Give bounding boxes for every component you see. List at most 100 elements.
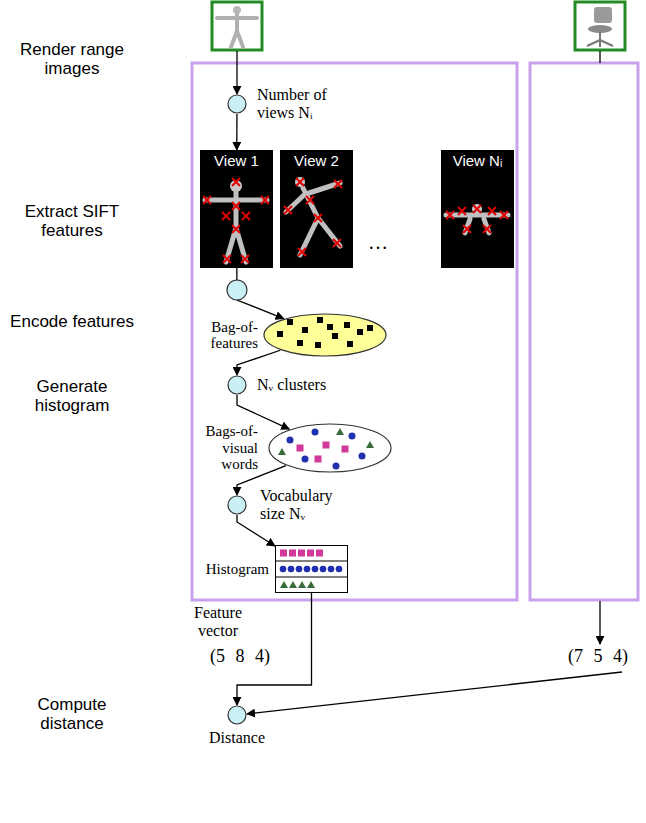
step-parameter: Vocabulary size Nᵥ	[260, 487, 345, 522]
visual-word	[359, 453, 366, 460]
range-view-figure	[446, 211, 454, 219]
range-view-figure	[284, 206, 292, 214]
input-line	[599, 51, 600, 63]
flow-arrow	[237, 350, 280, 375]
pipeline-panel	[530, 63, 638, 600]
visual-word	[312, 429, 319, 436]
step-circle-outline	[227, 94, 247, 114]
feature-point	[347, 341, 353, 347]
range-view-figure	[483, 225, 491, 233]
bag-label: Bag-of- features	[198, 319, 258, 352]
range-view-figure	[295, 177, 305, 187]
step-parameter: Nᵥ clusters	[257, 376, 347, 394]
range-view-figure	[488, 207, 496, 215]
histogram-bar	[304, 566, 311, 573]
step-label: Encode features	[7, 313, 137, 332]
range-view-figure	[473, 205, 481, 213]
step-circle-outline	[228, 496, 246, 514]
range-view-figure	[296, 178, 304, 186]
ellipsis: …	[358, 231, 398, 253]
model-icon	[594, 7, 612, 23]
step-circle: Number of views Nᵢ	[227, 94, 247, 114]
range-view-figure	[203, 196, 211, 204]
range-view-figure	[500, 211, 508, 219]
feature-vector: (7 5 4)	[553, 647, 643, 667]
model-icon	[588, 25, 612, 33]
result-label: Distance	[197, 729, 277, 747]
visual-word	[278, 448, 286, 455]
step-circle-outline	[227, 375, 247, 395]
visual-word	[297, 445, 304, 452]
visual-word	[333, 463, 340, 470]
range-view-figure	[306, 196, 314, 204]
histogram-bar	[312, 566, 319, 573]
histogram-bar	[288, 566, 295, 573]
range-view-figure	[446, 204, 508, 233]
feature-point	[332, 333, 338, 339]
range-view-figure	[286, 183, 340, 255]
range-view-figure	[223, 255, 231, 263]
step-label: Generate histogram	[7, 378, 137, 415]
histogram-bar	[276, 561, 347, 577]
step-label: Compute distance	[7, 696, 137, 733]
feature-point	[315, 342, 321, 348]
pipeline-panel	[192, 63, 517, 600]
feature-point	[367, 325, 373, 331]
feature-bag-outline	[264, 314, 386, 356]
histogram-bar	[298, 550, 305, 557]
view-title: View 1	[200, 153, 273, 170]
range-view-figure	[203, 178, 269, 263]
feature-point	[297, 340, 303, 346]
histogram-bar	[336, 566, 343, 573]
histogram-bar	[276, 550, 347, 589]
model-icon	[575, 2, 625, 50]
step-circle-outline	[228, 376, 246, 394]
feature-point	[344, 322, 350, 328]
step-circle-outline	[228, 95, 246, 113]
range-view-figure	[261, 196, 269, 204]
model-icon	[212, 2, 262, 50]
range-view-figure	[314, 214, 322, 222]
distance-circle-outline	[227, 705, 247, 725]
visual-word	[302, 456, 309, 463]
visual-word	[366, 441, 374, 448]
step-parameter: Number of views Nᵢ	[257, 86, 342, 121]
visual-word	[323, 442, 330, 449]
range-view-figure	[242, 212, 250, 220]
feature-point	[357, 329, 363, 335]
range-view-figure	[241, 255, 249, 263]
visual-word	[287, 437, 294, 444]
step-circle: Nᵥ clusters	[227, 375, 247, 395]
visual-word-bag-outline	[269, 424, 391, 472]
step-circle-outline	[227, 495, 247, 515]
feature-point	[287, 319, 293, 325]
range-view-figure	[205, 192, 267, 262]
range-view-figure	[463, 225, 471, 233]
model-icon	[217, 14, 257, 47]
histogram-bar	[289, 581, 297, 588]
model-icon	[587, 32, 613, 47]
histogram-bar	[307, 581, 315, 588]
output-arrow	[599, 601, 600, 644]
histogram-label: Histogram	[203, 561, 269, 578]
range-view-figure	[222, 212, 230, 220]
feature-point	[302, 327, 308, 333]
step-label: Render range images	[7, 41, 137, 78]
range-view-figure	[232, 225, 240, 233]
step-circle	[227, 280, 247, 300]
range-view-figure	[232, 202, 240, 210]
visual-word	[336, 428, 344, 435]
feature-point	[277, 331, 283, 337]
histogram-bar	[280, 550, 287, 557]
visual-word	[342, 446, 349, 453]
feature-vector: (5 8 4)	[190, 647, 290, 667]
histogram-bar	[307, 550, 314, 557]
view-title: View Nᵢ	[441, 153, 514, 170]
feature-point	[317, 317, 323, 323]
distance-circle: Distance	[227, 705, 247, 725]
feature-point	[327, 324, 333, 330]
view-title: View 2	[280, 153, 353, 170]
histogram-bar	[316, 550, 323, 557]
range-view-figure	[333, 239, 341, 247]
